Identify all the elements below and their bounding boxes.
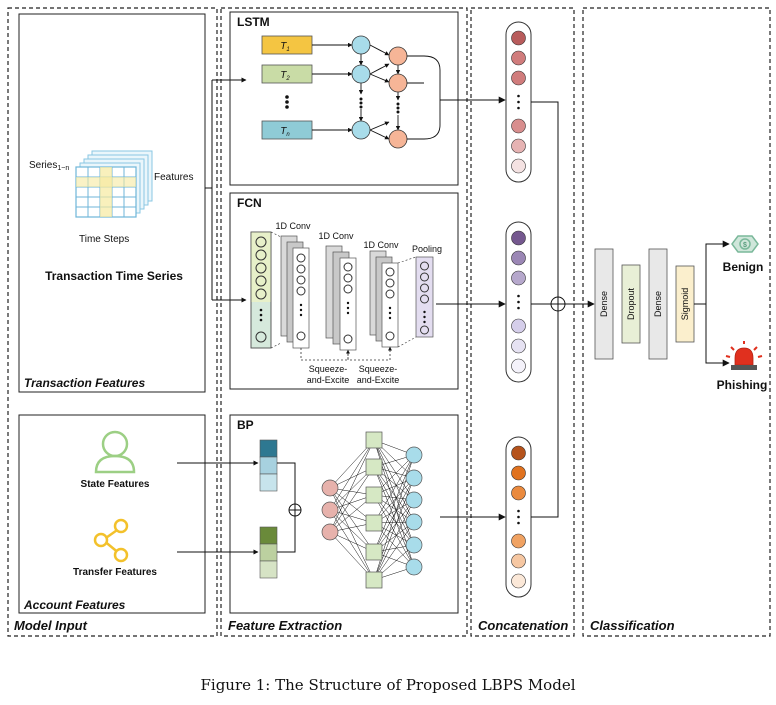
phishing-label: Phishing [717, 378, 768, 392]
features-axis-label: Features [154, 172, 193, 183]
fcn-title: FCN [237, 196, 262, 210]
account-features-box [18, 414, 206, 614]
conv-label-1: 1D Conv [275, 221, 311, 231]
lstm-input-tn: Tn [261, 120, 313, 140]
classification-label: Classification [590, 618, 675, 633]
dropout-layer: Dropout [621, 264, 641, 344]
phishing-alarm-icon [725, 341, 763, 370]
transaction-time-series-title: Transaction Time Series [45, 269, 183, 283]
connector [277, 462, 296, 504]
fcn-conv-block-3 [369, 250, 399, 348]
svg-text:$: $ [743, 242, 747, 249]
concat-operator-icon [550, 296, 566, 312]
bp-state-vector [259, 439, 278, 492]
lstm-input-t2: T2 [261, 64, 313, 84]
svg-text:Tn: Tn [280, 126, 290, 138]
conv-label-2: 1D Conv [318, 231, 354, 241]
fcn-box [229, 192, 459, 390]
model-input-label: Model Input [14, 618, 88, 633]
dense-layer-2: Dense [648, 248, 668, 360]
model-input-section [7, 7, 218, 637]
transfer-features-label: Transfer Features [73, 567, 157, 578]
bp-output-neurons [405, 446, 423, 576]
share-icon [93, 518, 129, 563]
lstm-title: LSTM [237, 15, 270, 29]
concatenation-label: Concatenation [478, 618, 568, 633]
concat-vector-bp [505, 436, 532, 598]
series-label: Series1~n [29, 160, 69, 172]
dense-layer-1: Dense [594, 248, 614, 360]
svg-text:T1: T1 [280, 41, 289, 53]
lstm-hidden-units [351, 35, 408, 149]
bp-concat-operator-icon [288, 503, 302, 517]
user-icon [94, 430, 136, 474]
svg-text:Dense: Dense [653, 291, 663, 317]
svg-text:Dropout: Dropout [626, 287, 636, 320]
feature-extraction-section [220, 7, 468, 637]
fcn-input-layer [250, 231, 272, 349]
connector [277, 516, 296, 553]
bp-hidden-neurons [365, 431, 383, 589]
arrow-to-phishing [705, 304, 730, 367]
concat-vector-lstm [505, 21, 532, 183]
account-features-label: Account Features [23, 598, 126, 612]
figure-caption: Figure 1: The Structure of Proposed LBPS… [200, 676, 576, 694]
bp-transfer-vector [259, 526, 278, 579]
bp-title: BP [237, 418, 254, 432]
conv-label-3: 1D Conv [363, 240, 399, 250]
svg-text:T2: T2 [280, 70, 290, 82]
feature-extraction-label: Feature Extraction [228, 618, 342, 633]
squeeze-excite-label-1: Squeeze-and-Excite [307, 364, 350, 385]
time-steps-label: Time Steps [79, 234, 129, 245]
fcn-conv-block-1 [280, 235, 310, 349]
pooling-label: Pooling [412, 244, 442, 254]
bp-input-neurons [321, 479, 339, 541]
bp-box [229, 414, 459, 614]
squeeze-excite-connectors [300, 346, 392, 361]
concatenation-section [470, 7, 575, 637]
lstm-merge-bracket [407, 55, 441, 140]
benign-shield-icon: $ [731, 235, 759, 253]
ellipsis-icon [285, 95, 289, 109]
concat-vector-fcn [505, 221, 532, 383]
transaction-features-box [18, 13, 206, 393]
fcn-conv-block-2 [325, 245, 357, 351]
fcn-pooling-layer [415, 256, 434, 338]
lstm-box [229, 11, 459, 186]
concat-merge-lines [531, 101, 559, 518]
lstm-input-t1: T1 [261, 35, 313, 55]
arrow-to-benign [694, 240, 730, 305]
classification-section [582, 7, 771, 637]
transaction-features-label: Transaction Features [24, 376, 145, 390]
benign-label: Benign [723, 260, 764, 274]
svg-text:Dense: Dense [599, 291, 609, 317]
state-features-label: State Features [81, 479, 150, 490]
sigmoid-layer: Sigmoid [675, 265, 695, 343]
time-series-grid-icon [75, 150, 153, 218]
svg-text:Sigmoid: Sigmoid [680, 288, 690, 321]
squeeze-excite-label-2: Squeeze-and-Excite [357, 364, 400, 385]
